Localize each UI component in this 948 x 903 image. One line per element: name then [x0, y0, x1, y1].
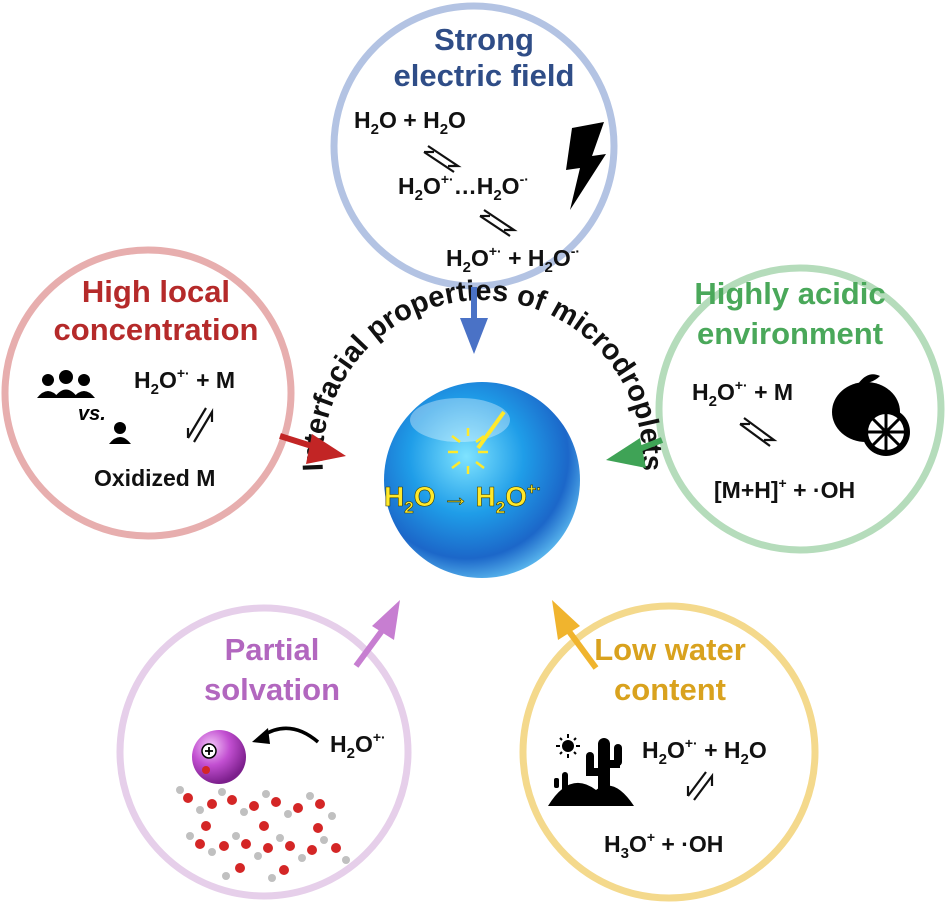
- desert-cactus-icon: [548, 734, 634, 806]
- node-highly-acidic-environment: Highly acidic environment H2O+· + M [M+H…: [655, 264, 945, 554]
- low-water-title-line2: content: [614, 672, 726, 707]
- acidic-ring: [655, 264, 945, 554]
- arrow-from-local: [279, 433, 346, 464]
- electric-eq2: H2O+·…H2O-·: [398, 171, 529, 204]
- person-icon: [109, 422, 131, 444]
- arrow-from-acidic: [606, 437, 664, 468]
- lightning-bolt-icon: [566, 122, 606, 210]
- droplet-highlight: [410, 398, 510, 442]
- acidic-eq2: [M+H]+ + ·OH: [714, 475, 855, 503]
- low-water-eq1: H2O+· + H2O: [642, 735, 767, 768]
- electric-eq1: H2O + H2O: [354, 107, 466, 138]
- local-title-line1: High local: [82, 274, 230, 309]
- arrow-from-electric: [460, 287, 488, 354]
- electric-title-line1: Strong: [434, 22, 534, 57]
- vs-label: vs.: [78, 403, 106, 425]
- water-molecules-icon: [176, 786, 350, 882]
- local-eq1: H2O+· + M: [134, 365, 235, 398]
- local-eq2: Oxidized M: [94, 465, 215, 491]
- partial-title-line1: Partial: [225, 632, 320, 667]
- electric-spark-icon: [448, 410, 506, 474]
- partial-eq1: H2O+·: [330, 729, 386, 762]
- microdroplet-sphere: [384, 382, 580, 578]
- partial-title-line2: solvation: [204, 672, 340, 707]
- low-water-title-line1: Low water: [594, 632, 746, 667]
- equilibrium-arrow-icon: [739, 417, 778, 447]
- arrow-from-low-water: [552, 600, 599, 670]
- solvated-ion-icon: [192, 730, 246, 784]
- acidic-title-line1: Highly acidic: [694, 276, 885, 311]
- lemon-icon: [832, 374, 910, 456]
- acidic-title-line2: environment: [697, 316, 883, 351]
- low-water-ring: [519, 602, 819, 902]
- node-electric-field: Strong electric field H2O + H2O H2O+·…H2…: [330, 2, 618, 290]
- equilibrium-arrow-icon: [423, 145, 462, 173]
- people-group-icon: [37, 370, 95, 398]
- acidic-eq1: H2O+· + M: [692, 377, 793, 410]
- center-reaction: H2O→H2O+·: [384, 481, 542, 517]
- electric-field-ring: [330, 2, 618, 290]
- equilibrium-arrow-icon: [186, 407, 214, 443]
- node-low-water-content: Low water content H2O+· + H2O: [519, 602, 819, 902]
- electric-title-line2: electric field: [394, 58, 575, 93]
- local-concentration-ring: [1, 246, 295, 540]
- equilibrium-arrow-icon: [479, 209, 518, 237]
- arrow-from-partial: [353, 600, 400, 668]
- electric-eq3: H2O+· + H2O-·: [446, 243, 580, 276]
- low-water-eq2: H3O+ + ·OH: [604, 829, 723, 862]
- curved-arrow-icon: [252, 726, 320, 744]
- local-title-line2: concentration: [54, 312, 259, 347]
- arrows-to-center: [279, 287, 664, 670]
- equilibrium-arrow-icon: [686, 771, 714, 801]
- partial-solvation-ring: [116, 604, 412, 900]
- node-partial-solvation: Partial solvation H2O+·: [116, 604, 412, 900]
- node-high-local-concentration: High local concentration vs. H2O+· + M O…: [1, 246, 295, 540]
